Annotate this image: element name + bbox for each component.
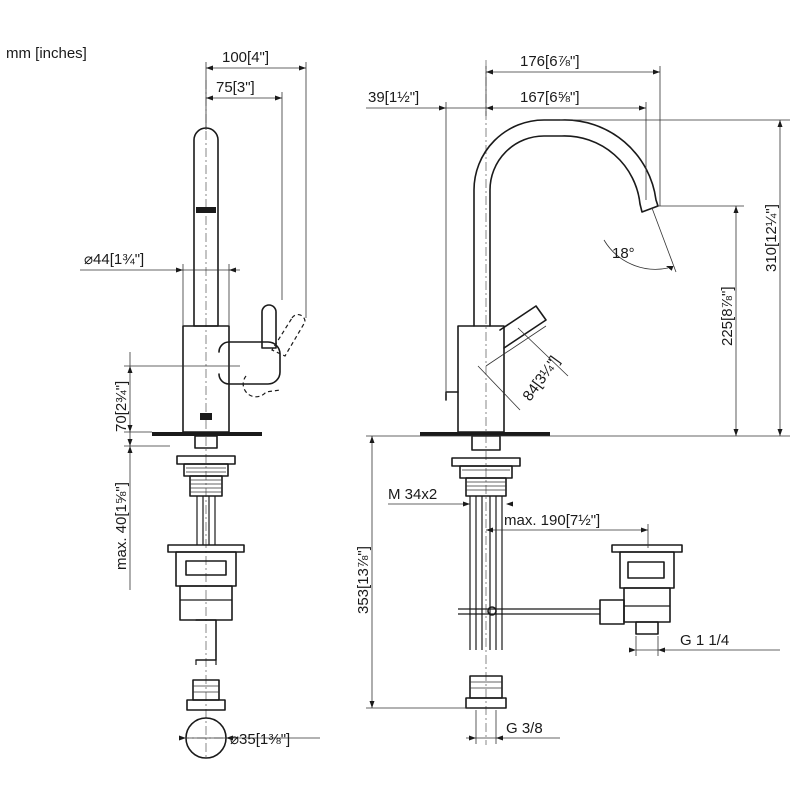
dim-max40-label: max. 40[1⅝"] [113,482,130,570]
supply-hoses [196,496,216,545]
dim-70-label: 70[2¾"] [113,381,130,432]
units-label: mm [inches] [6,45,87,62]
mount-washer [176,455,236,465]
dim-d35-label: ⌀35[1⅜"] [230,731,290,748]
side-washer [451,457,521,467]
lever-alt-position [271,314,306,357]
dim-167-label: 167[6⅝"] [520,89,580,106]
rod-coupling [599,599,625,625]
dim-39-label: 39[1½"] [368,89,419,106]
side-hoses [469,496,503,650]
front-view: 100[4"] 75[3"] ⌀44[1¾"] 70[2¾"] max. 40[… [80,49,320,760]
dim-84-label: 84[3¼"] [519,353,563,404]
g114-label: G 1 1/4 [680,632,729,649]
dim-310-label: 310[12¼"] [763,204,780,272]
dim-353-label: 353[13⅞"] [355,546,372,614]
side-drain-lower [623,587,671,623]
handle-hub [218,341,281,385]
dim-max190-label: max. 190[7½"] [504,512,600,529]
drain-body [175,551,237,587]
fitting-nut [186,699,226,711]
dim-176-label: 176[6⅞"] [520,53,580,70]
dim-225-label: 225[8⅞"] [719,286,736,346]
side-body [457,325,505,433]
drain-lower [179,585,233,621]
body-edge [445,391,459,401]
drain-opening [185,560,227,576]
deck-line [152,432,262,436]
hub-alt-position [242,375,281,398]
body-mark [200,413,212,420]
spout-tube [193,127,219,327]
aerator-mark [196,207,216,213]
mount-collar [194,435,218,449]
side-drain-body [619,551,675,589]
side-drain-flange [611,544,683,553]
drain-tail [195,619,217,661]
gooseneck-spout [473,119,659,327]
tail-break [195,660,217,668]
drain-flange [167,544,245,553]
g38-label: G 3/8 [506,720,543,737]
side-drain-tail [635,621,659,635]
thread-label: M 34x2 [388,486,437,503]
lever-arm [499,305,547,349]
angle-18-label: 18° [612,245,635,262]
side-view: 176[6⅞"] 39[1½"] 167[6⅝"] 18° 310[12¼"] … [355,53,790,745]
dim-75-label: 75[3"] [216,79,255,96]
dim-d44-label: ⌀44[1¾"] [84,251,144,268]
side-fitting-nut [465,697,507,709]
rod-pivot [487,606,497,616]
side-drain-opening [627,561,665,579]
dim-100-label: 100[4"] [222,49,269,66]
mount-nut [183,463,229,477]
side-deck-line [420,432,550,436]
lever [261,304,277,349]
side-nut [459,465,513,479]
mount-thread [189,475,223,497]
